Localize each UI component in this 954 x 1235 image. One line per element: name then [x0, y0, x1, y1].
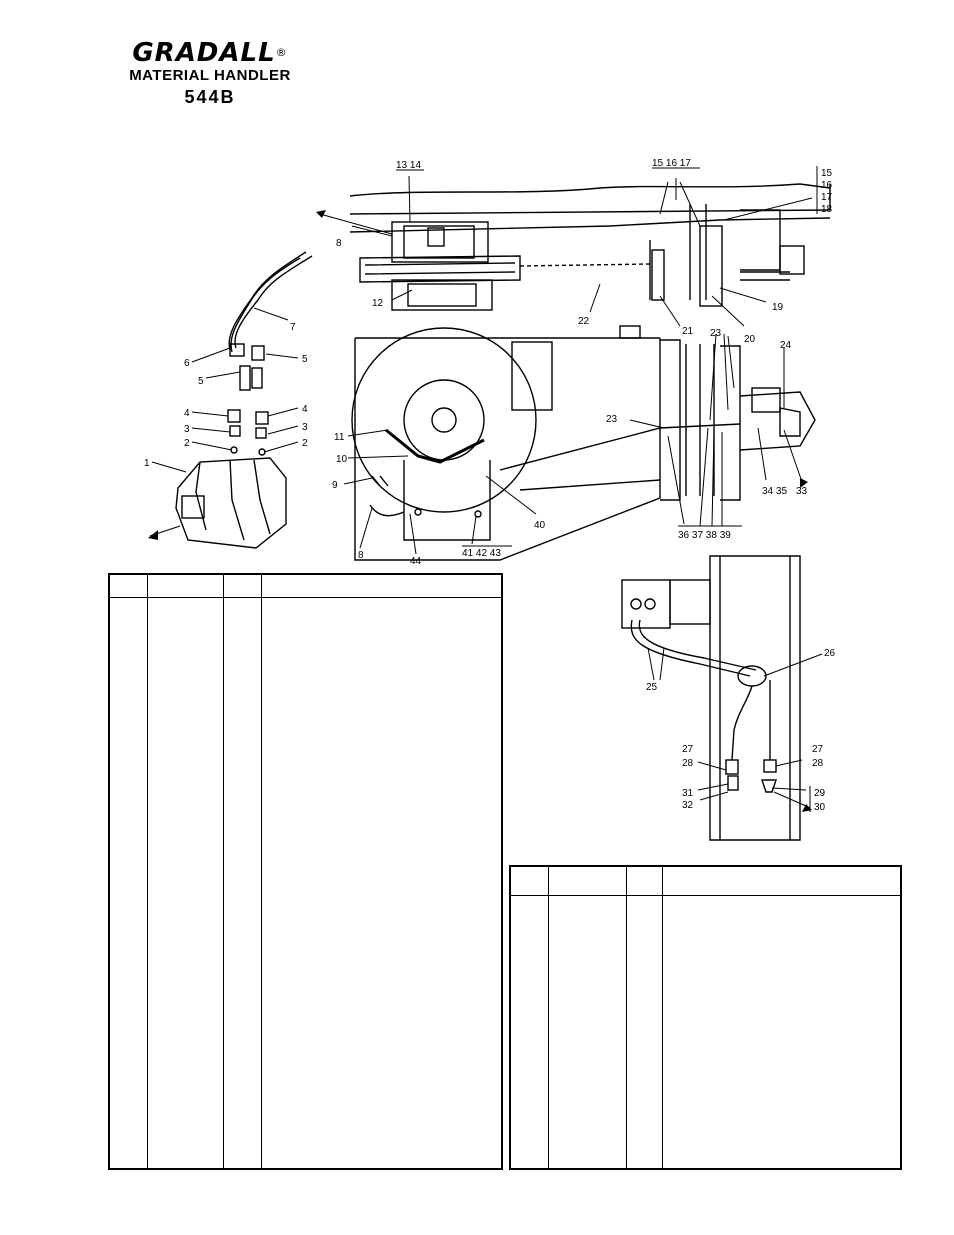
- callout-34-35: 34 35: [762, 486, 787, 497]
- table-header-cell: [222, 574, 262, 598]
- table-header-cell: [108, 574, 148, 598]
- callout-28-left: 28: [682, 758, 694, 769]
- callout-11: 11: [334, 432, 345, 443]
- callout-15-16-17: 15 16 17: [652, 158, 691, 169]
- callout-18-stack: 18: [821, 204, 833, 215]
- callout-41-42-43: 41 42 43: [462, 548, 501, 559]
- callout-17-stack: 17: [821, 192, 833, 203]
- callout-4-right: 4: [302, 404, 308, 415]
- callout-16-stack: 16: [821, 180, 833, 191]
- callout-31: 31: [682, 788, 694, 799]
- callout-36-39: 36 37 38 39: [678, 530, 731, 541]
- machine-side-view: [351, 325, 816, 561]
- callout-8-bottom: 8: [358, 550, 364, 561]
- table-header-cell: [260, 574, 503, 598]
- callout-27-left: 27: [682, 744, 694, 755]
- table-header-cell: [509, 866, 549, 896]
- callout-2-right: 2: [302, 438, 308, 449]
- callout-5-left: 5: [198, 376, 204, 387]
- callout-25: 25: [646, 682, 658, 693]
- document-header: GRADALL® MATERIAL HANDLER 544B: [110, 38, 310, 108]
- callout-28-right: 28: [812, 758, 824, 769]
- document-subtitle: MATERIAL HANDLER: [129, 67, 291, 84]
- callout-29: 29: [814, 788, 826, 799]
- callout-33: 33: [796, 486, 808, 497]
- callout-26: 26: [824, 648, 836, 659]
- boom-top-view: [349, 183, 831, 311]
- callout-4-left: 4: [184, 408, 190, 419]
- table-body: [108, 597, 503, 1169]
- callout-3-right: 3: [302, 422, 308, 433]
- callout-23-left: 23: [606, 414, 618, 425]
- callout-3-left: 3: [184, 424, 190, 435]
- hose-assembly-left: [175, 251, 313, 549]
- callout-7: 7: [290, 322, 296, 333]
- hose-routing-inset: [621, 555, 801, 841]
- callout-6: 6: [184, 358, 190, 369]
- callout-32: 32: [682, 800, 694, 811]
- callout-2-left: 2: [184, 438, 190, 449]
- callout-12: 12: [372, 298, 384, 309]
- callout-20: 20: [744, 334, 756, 345]
- table-header-cell: [146, 574, 224, 598]
- callout-13-14: 13 14: [396, 160, 421, 171]
- table-header-cell: [625, 866, 663, 896]
- parts-table-right: [509, 865, 902, 1170]
- callout-1: 1: [144, 458, 150, 469]
- callout-24: 24: [780, 340, 792, 351]
- brand-logo: GRADALL®: [132, 38, 288, 68]
- callout-10: 10: [336, 454, 348, 465]
- callout-27-right: 27: [812, 744, 824, 755]
- callout-30: 30: [814, 802, 826, 813]
- callout-5-right: 5: [302, 354, 308, 365]
- parts-table-left: [108, 573, 503, 1170]
- callout-23-top: 23: [710, 328, 722, 339]
- callout-22: 22: [578, 316, 590, 327]
- callout-15-stack: 15: [821, 168, 833, 179]
- callout-44: 44: [410, 556, 422, 567]
- table-header-cell: [547, 866, 627, 896]
- callout-19: 19: [772, 302, 784, 313]
- callout-9: 9: [332, 480, 338, 491]
- model-number: 544B: [184, 87, 236, 107]
- table-body: [509, 895, 902, 1169]
- callout-40: 40: [534, 520, 546, 531]
- callout-21: 21: [682, 326, 694, 337]
- callout-8-top: 8: [336, 238, 342, 249]
- table-header-cell: [661, 866, 902, 896]
